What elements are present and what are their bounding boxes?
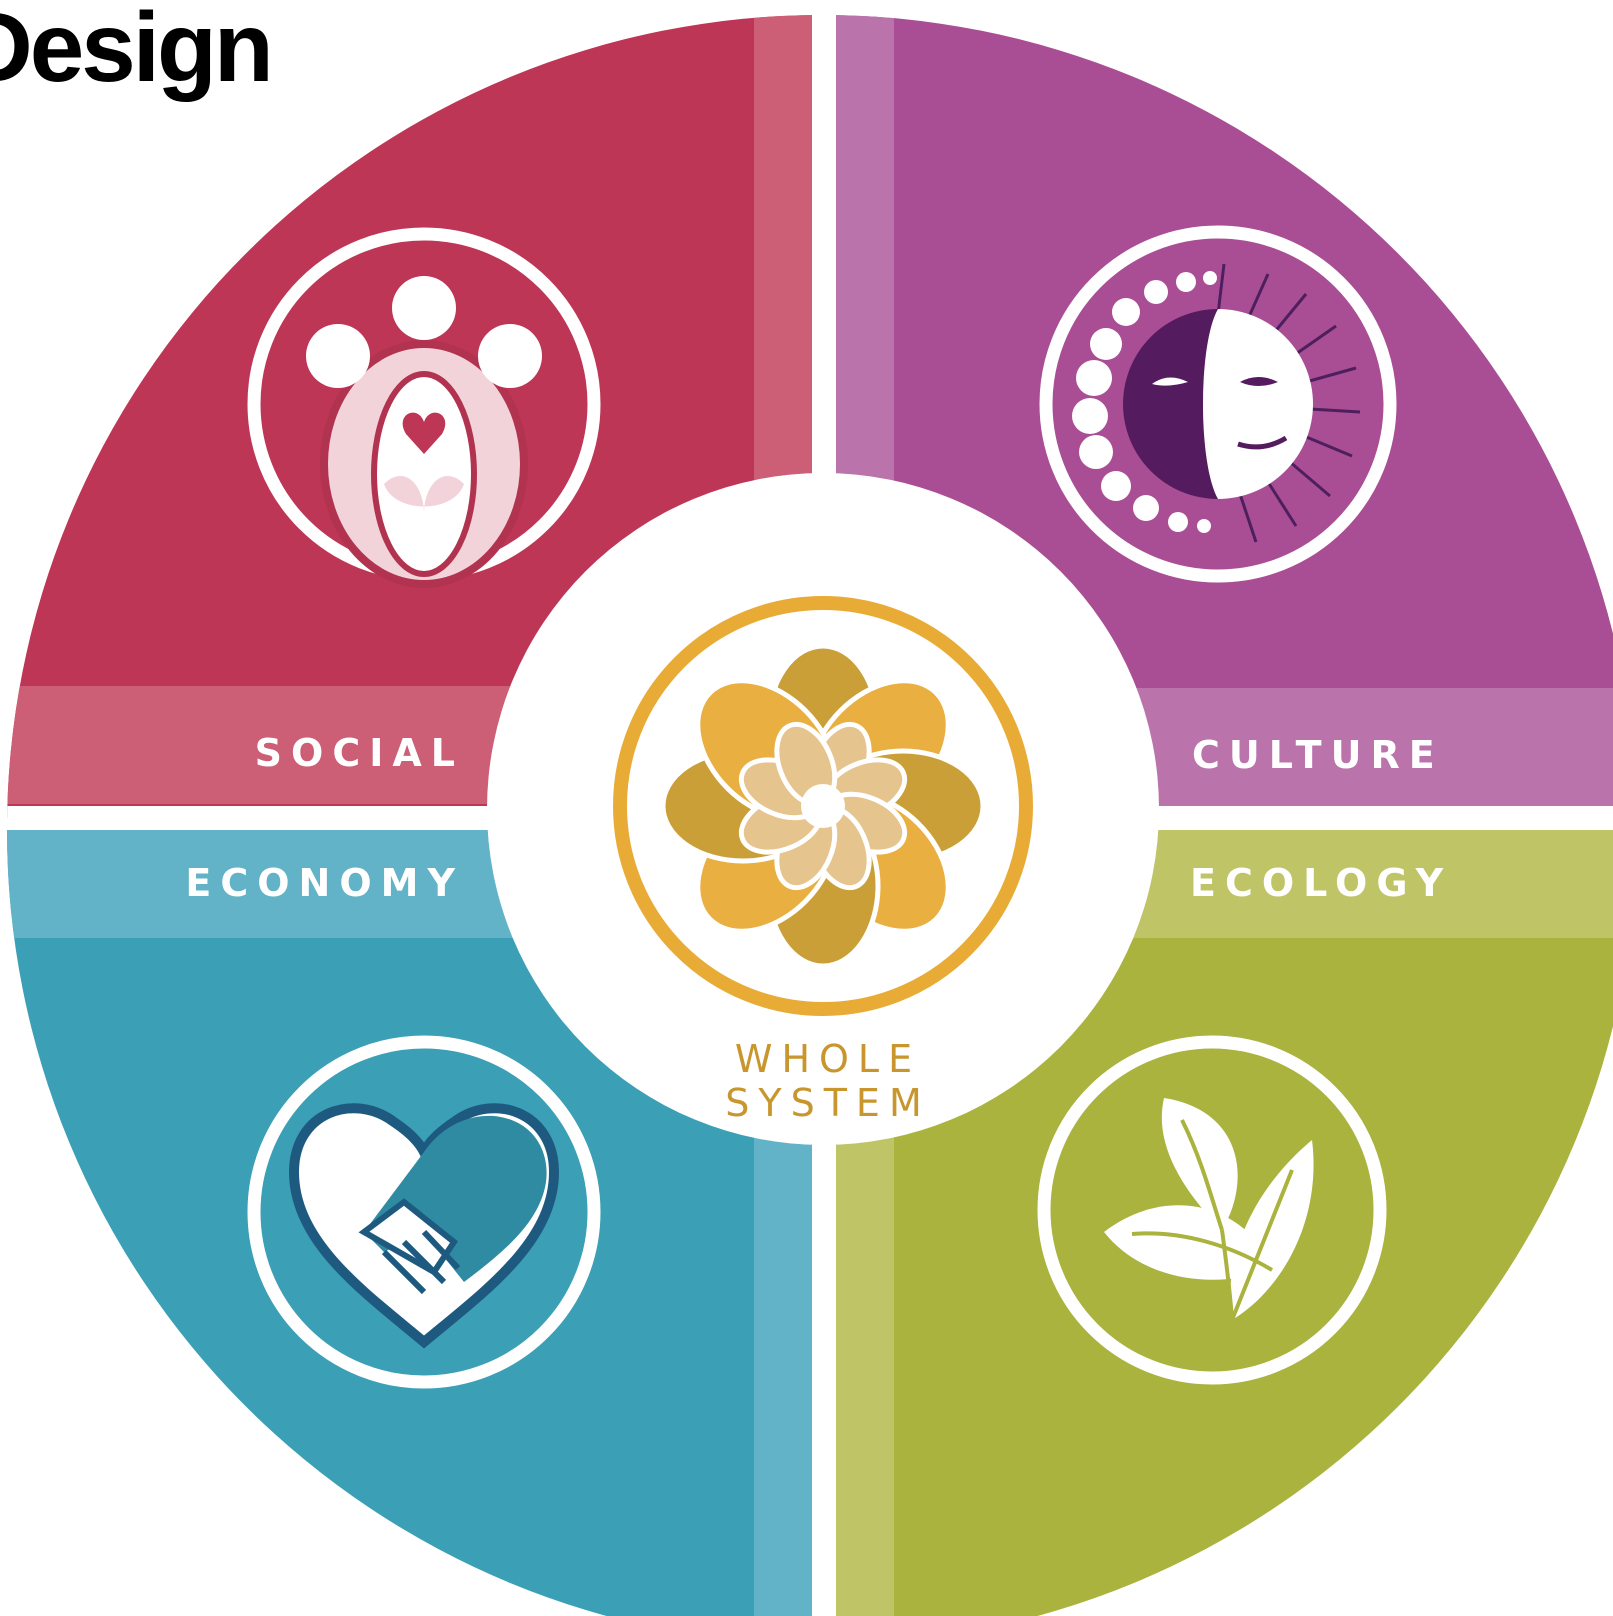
heart-handshake-icon <box>247 1035 601 1389</box>
ecology-label: ECOLOGY <box>1190 861 1452 905</box>
social-label: SOCIAL <box>255 731 464 775</box>
sun-moon-face-icon <box>1039 225 1397 583</box>
page-title: Design <box>0 0 274 102</box>
leaves-icon <box>1037 1035 1387 1385</box>
economy-label: ECONOMY <box>185 861 464 905</box>
community-people-icon <box>247 227 601 588</box>
flower-of-life-icon <box>613 596 1033 1016</box>
culture-label: CULTURE <box>1192 733 1444 777</box>
system-label: SYSTEM <box>725 1081 930 1125</box>
whole-label: WHOLE <box>735 1037 921 1081</box>
